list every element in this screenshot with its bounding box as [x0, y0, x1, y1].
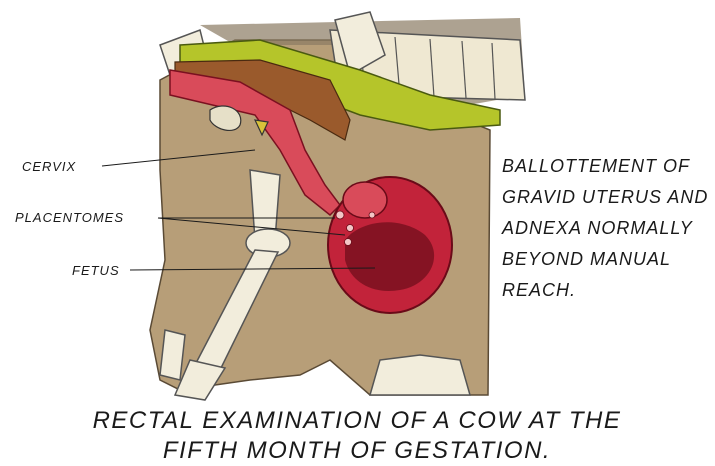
caption-line-2: FIFTH MONTH OF GESTATION. [163, 437, 551, 464]
cervix-label: CERVIX [22, 159, 76, 174]
side-note-line-2: GRAVID UTERUS AND [502, 187, 708, 207]
side-note-line-4: BEYOND MANUAL [502, 249, 671, 269]
fetus-shape [345, 222, 434, 291]
side-note-line-5: REACH. [502, 280, 576, 300]
side-note-line-1: BALLOTTEMENT OF [502, 156, 690, 176]
placentomes-label: PLACENTOMES [15, 210, 124, 225]
fetus-label: FETUS [72, 263, 120, 278]
uterine-horn [343, 182, 387, 218]
udder [370, 355, 470, 395]
side-note: BALLOTTEMENT OF GRAVID UTERUS AND ADNEXA… [501, 156, 708, 300]
side-note-line-3: ADNEXA NORMALLY [501, 218, 694, 238]
caption-line-1: RECTAL EXAMINATION OF A COW AT THE [93, 407, 622, 434]
